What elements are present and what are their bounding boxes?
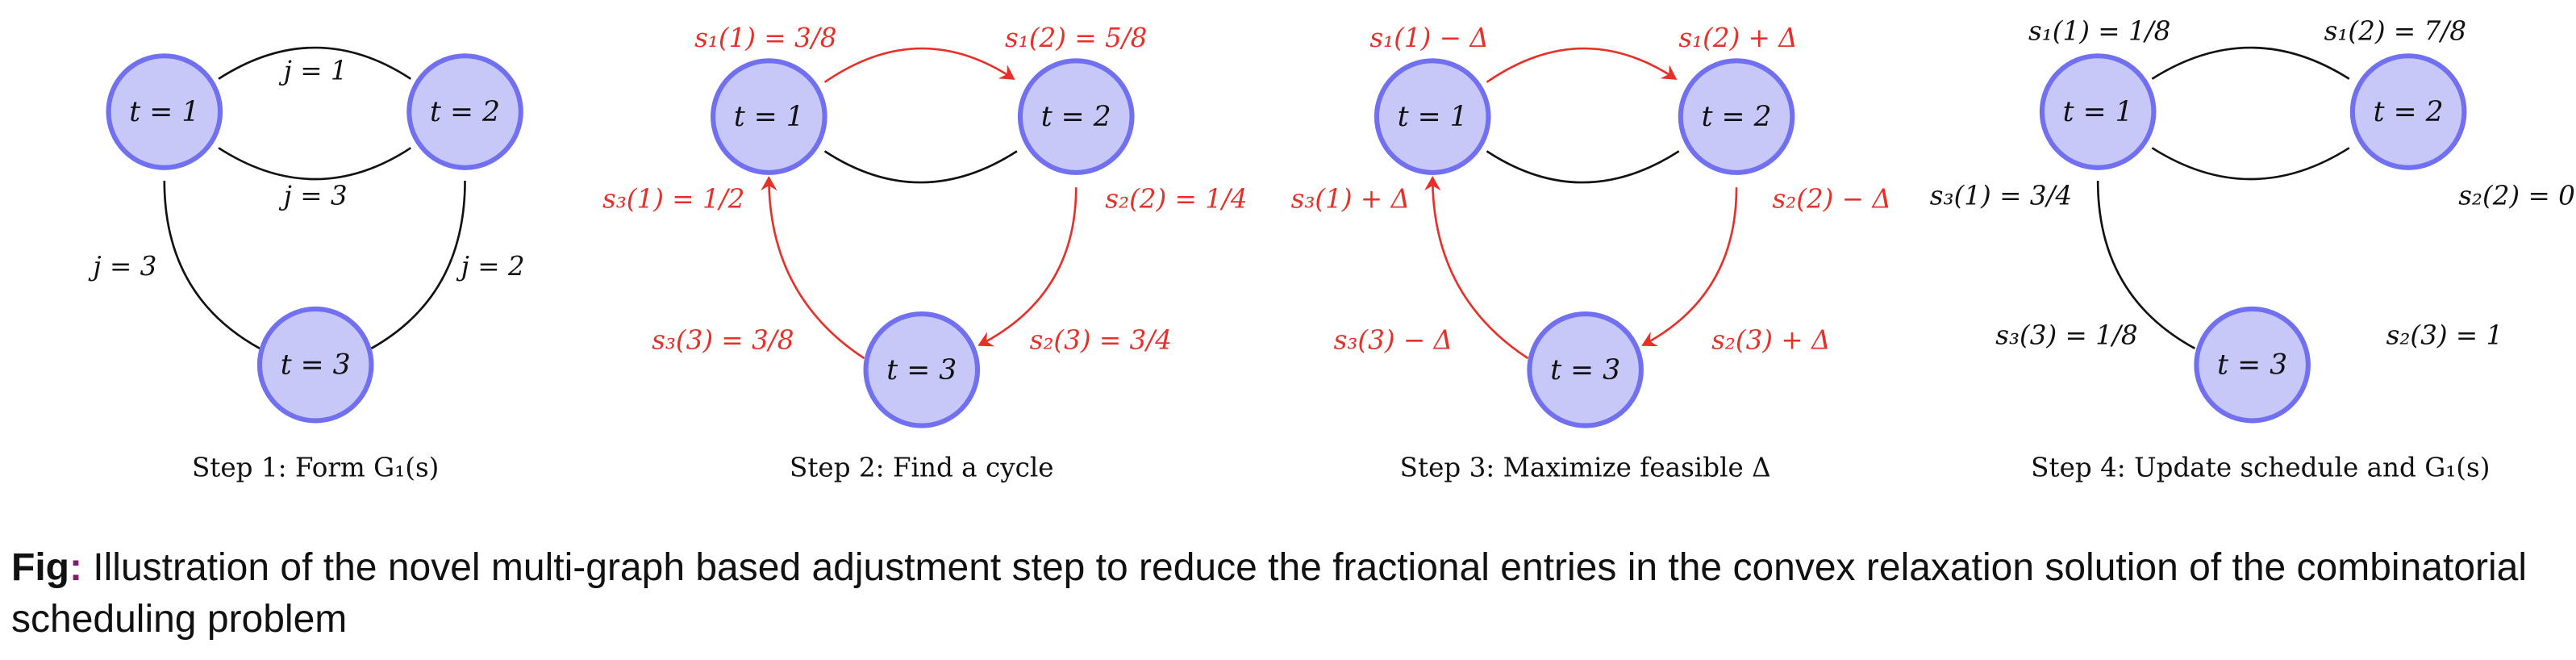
step-caption: Step 3: Maximize feasible Δ — [1400, 453, 1771, 483]
panel-step-3: s₁(1) − Δ s₁(2) + Δ s₃(1) + Δ s₂(2) − Δ … — [1291, 23, 1891, 483]
node-t1 — [711, 58, 827, 175]
edge-left — [163, 181, 261, 349]
node-label: t = 2 — [2374, 96, 2444, 128]
node-label: t = 1 — [129, 96, 199, 128]
step-caption: Step 1: Form G₁(s) — [192, 453, 439, 483]
cycle-edge-2-3 — [1641, 187, 1738, 347]
label-s2-2: s₂(2) = 0 — [2458, 180, 2575, 211]
edge-label-bottom: j = 3 — [279, 180, 348, 211]
node-label: t = 2 — [430, 96, 500, 128]
label-s3-3: s₃(3) = 1/8 — [1995, 320, 2137, 351]
panel-step-4: s₁(1) = 1/8 s₁(2) = 7/8 s₃(1) = 3/4 s₂(2… — [1930, 16, 2575, 483]
label-s3-1: s₃(1) = 3/4 — [1930, 180, 2072, 211]
edge-bottom — [1486, 150, 1680, 184]
node-t2 — [406, 53, 523, 170]
edge-label-left: j = 3 — [88, 251, 156, 282]
edge-label-top: j = 1 — [279, 56, 348, 86]
figure-caption-prefix: Fig — [11, 546, 69, 589]
node-t1 — [1373, 58, 1491, 175]
node-label: t = 1 — [1398, 101, 1468, 133]
label-s3-3: s₃(3) − Δ — [1334, 325, 1453, 356]
figure-caption-colon: : — [69, 546, 82, 589]
node-t3 — [1527, 311, 1644, 428]
node-label: t = 3 — [1550, 354, 1620, 386]
node-label: t = 3 — [281, 349, 351, 382]
cycle-edge-2-3 — [977, 187, 1078, 347]
edge-bottom — [823, 150, 1018, 184]
edge-left — [2096, 181, 2195, 349]
edge-bottom — [2151, 147, 2350, 181]
node-t3 — [863, 311, 981, 428]
node-t2 — [2349, 53, 2467, 170]
label-s1-2: s₁(2) = 5/8 — [1005, 23, 1147, 53]
label-s1-1: s₁(1) = 3/8 — [694, 23, 836, 53]
label-s1-1: s₁(1) = 1/8 — [2028, 16, 2170, 47]
node-t2 — [1017, 58, 1135, 175]
step-caption: Step 4: Update schedule and G₁(s) — [2031, 453, 2490, 483]
panel-step-2: s₁(1) = 3/8 s₁(2) = 5/8 s₃(1) = 1/2 s₂(2… — [602, 23, 1248, 483]
label-s2-2: s₂(2) − Δ — [1772, 183, 1890, 214]
figure-caption-text: Illustration of the novel multi-graph ba… — [11, 546, 2528, 641]
node-label: t = 3 — [886, 354, 957, 386]
node-label: t = 3 — [2217, 349, 2287, 382]
node-t2 — [1678, 58, 1795, 175]
cycle-edge-3-1 — [761, 175, 865, 360]
node-label: t = 1 — [734, 101, 804, 133]
edge-top — [218, 46, 412, 80]
label-s3-1: s₃(1) + Δ — [1291, 183, 1410, 214]
panel-step-1: j = 1 j = 3 j = 3 j = 2 t = 1 t = 2 t = … — [88, 46, 525, 483]
node-label: t = 2 — [1702, 101, 1772, 133]
node-label: t = 1 — [2063, 96, 2133, 128]
cycle-edge-3-1 — [1424, 175, 1529, 360]
step-caption: Step 2: Find a cycle — [790, 453, 1054, 483]
edge-bottom — [218, 147, 412, 181]
label-s3-3: s₃(3) = 3/8 — [652, 325, 794, 356]
node-t1 — [2039, 53, 2157, 170]
label-s1-1: s₁(1) − Δ — [1369, 23, 1488, 53]
label-s2-3: s₂(3) + Δ — [1711, 325, 1830, 356]
cycle-edge-1-2 — [823, 47, 1015, 83]
label-s2-3: s₂(3) = 3/4 — [1030, 325, 1172, 356]
edge-label-right: j = 2 — [456, 251, 525, 282]
label-s2-3: s₂(3) = 1 — [2386, 320, 2503, 351]
label-s1-2: s₁(2) = 7/8 — [2324, 16, 2466, 47]
figure-caption: Fig: Illustration of the novel multi-gra… — [11, 542, 2560, 645]
cycle-edge-1-2 — [1486, 47, 1678, 83]
node-t1 — [106, 53, 223, 170]
node-t3 — [256, 306, 374, 424]
label-s2-2: s₂(2) = 1/4 — [1105, 183, 1247, 214]
edge-right — [370, 181, 466, 349]
node-t3 — [2194, 306, 2311, 424]
label-s1-2: s₁(2) + Δ — [1678, 23, 1797, 53]
node-label: t = 2 — [1041, 101, 1111, 133]
edge-top — [2151, 46, 2350, 80]
label-s3-1: s₃(1) = 1/2 — [602, 183, 744, 214]
